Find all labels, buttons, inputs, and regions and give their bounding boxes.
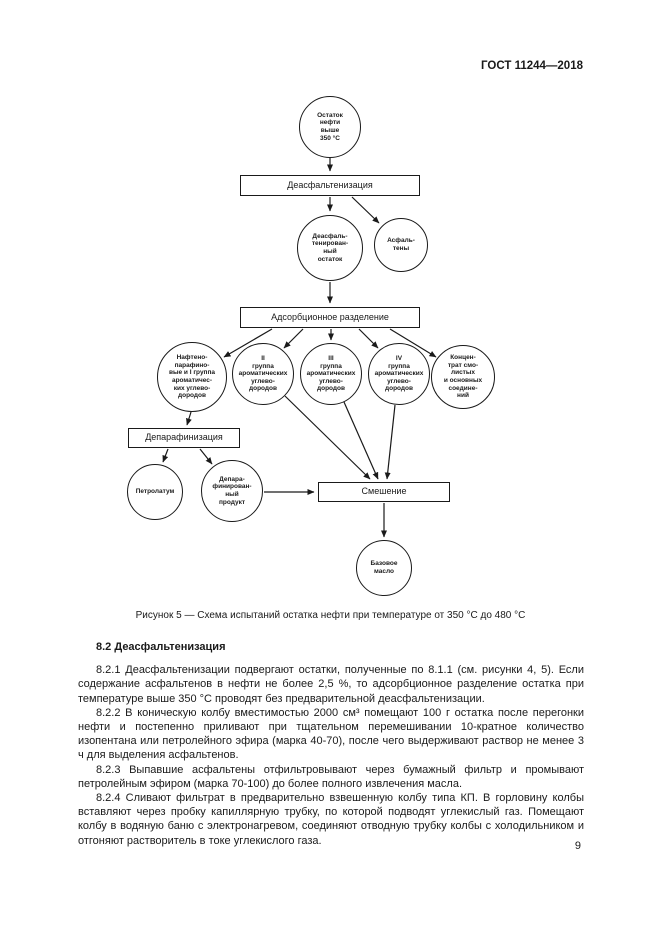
node-blending: Смешение [318,482,450,502]
node-dewaxed-product: Депара- финирован- ный продукт [201,460,263,522]
paragraph-8-2-2: 8.2.2 В коническую колбу вместимостью 20… [78,706,584,762]
node-adsorption-separation: Адсорбционное разделение [240,307,420,328]
figure-caption: Рисунок 5 — Схема испытаний остатка нефт… [135,610,526,621]
standard-number: ГОСТ 11244—2018 [481,60,583,72]
node-deasphalted-residue: Деасфаль- тенирован- ный остаток [297,215,363,281]
paragraph-8-2-3: 8.2.3 Выпавшие асфальтены отфильтровываю… [78,763,584,790]
node-dewaxing: Депарафинизация [128,428,240,448]
node-group2-aromatics: II группа ароматических углево- дородов [232,343,294,405]
node-residue: Остаток нефти выше 350 °С [299,96,361,158]
node-deasphalting: Деасфальтенизация [240,175,420,196]
node-group3-aromatics: III группа ароматических углево- дородов [300,343,362,405]
paragraph-8-2-1: 8.2.1 Деасфальтенизации подвергают остат… [78,664,584,705]
node-group1-naphthenic: Нафтено- парафино- вые и I группа аромат… [157,342,227,412]
node-base-oil: Базовое масло [356,540,412,596]
flowchart-arrows [162,158,437,538]
node-resin-concentrate: Концен- трат смо- листых и основных соед… [431,345,495,409]
flow-arrow-group [162,158,437,538]
node-group4-aromatics: IV группа ароматических углево- дородов [368,343,430,405]
node-asphaltenes: Асфаль- тены [374,218,428,272]
section-heading: 8.2 Деасфальтенизация [96,641,226,653]
section-content: 8.2 Деасфальтенизация 8.2.1 Деасфальтени… [78,640,584,848]
page-number: 9 [574,840,581,852]
figure-flowchart: Остаток нефти выше 350 °С Деасфальтениза… [0,90,661,610]
paragraph-8-2-4: 8.2.4 Сливают фильтрат в предварительно … [78,792,584,847]
node-petrolatum: Петролатум [127,464,183,520]
